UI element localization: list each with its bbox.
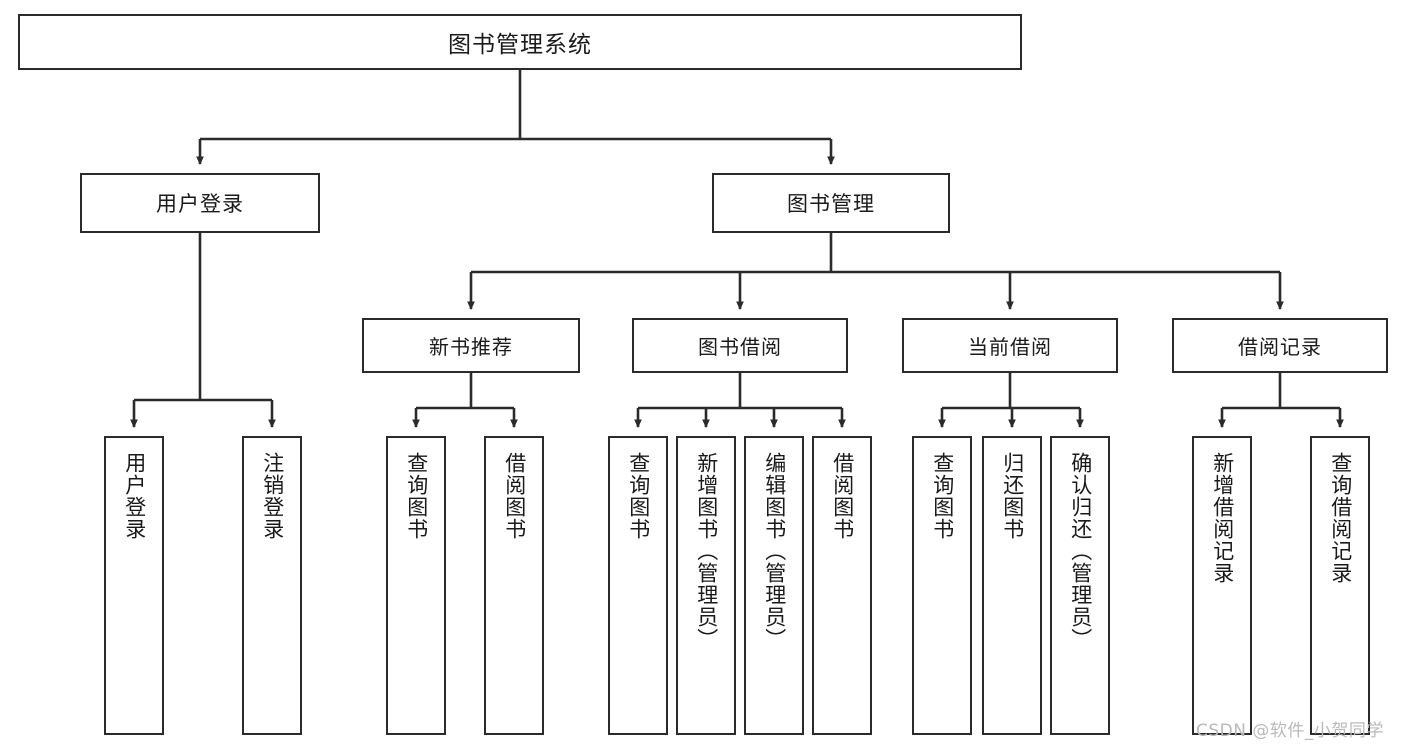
node-label-leaf_bw_query: 查询图书 xyxy=(626,452,651,540)
node-label-leaf_rec_add: 新增借阅记录 xyxy=(1210,452,1235,584)
node-label-leaf_nb_query: 查询图书 xyxy=(404,452,429,540)
node-label-leaf_cur_query: 查询图书 xyxy=(930,452,955,540)
node-label-leaf_logout: 注销登录 xyxy=(260,452,285,540)
node-label-current: 当前借阅 xyxy=(968,335,1052,359)
node-leaf_bw_query[interactable]: 查询图书 xyxy=(608,436,668,735)
node-label-records: 借阅记录 xyxy=(1238,335,1322,359)
node-label-book_mgmt: 图书管理 xyxy=(787,192,875,216)
node-leaf_cur_query[interactable]: 查询图书 xyxy=(912,436,972,735)
node-leaf_nb_query[interactable]: 查询图书 xyxy=(386,436,446,735)
node-book_mgmt[interactable]: 图书管理 xyxy=(712,173,950,233)
node-new_book[interactable]: 新书推荐 xyxy=(362,318,580,373)
node-label-user_login: 用户登录 xyxy=(156,192,244,216)
node-leaf_bw_edit[interactable]: 编辑图书（管理员） xyxy=(744,436,804,735)
node-leaf_cur_return[interactable]: 归还图书 xyxy=(982,436,1042,735)
node-leaf_cur_conf[interactable]: 确认归还（管理员） xyxy=(1050,436,1110,735)
node-records[interactable]: 借阅记录 xyxy=(1172,318,1388,373)
node-label-leaf_bw_borrow: 借阅图书 xyxy=(830,452,855,540)
node-label-leaf_rec_query: 查询借阅记录 xyxy=(1328,452,1353,584)
node-root[interactable]: 图书管理系统 xyxy=(18,14,1022,70)
node-label-new_book: 新书推荐 xyxy=(429,335,513,359)
node-label-borrow: 图书借阅 xyxy=(698,335,782,359)
csdn-watermark: CSDN @软件_小贺同学 xyxy=(1196,721,1384,741)
node-leaf_nb_borrow[interactable]: 借阅图书 xyxy=(484,436,544,735)
node-label-leaf_bw_edit: 编辑图书（管理员） xyxy=(762,452,787,650)
node-user_login[interactable]: 用户登录 xyxy=(80,173,320,233)
node-current[interactable]: 当前借阅 xyxy=(902,318,1118,373)
node-leaf_login[interactable]: 用户登录 xyxy=(104,436,164,735)
node-leaf_rec_query[interactable]: 查询借阅记录 xyxy=(1310,436,1370,735)
node-leaf_bw_borrow[interactable]: 借阅图书 xyxy=(812,436,872,735)
node-label-leaf_cur_conf: 确认归还（管理员） xyxy=(1068,452,1093,650)
node-leaf_logout[interactable]: 注销登录 xyxy=(242,436,302,735)
node-leaf_bw_add[interactable]: 新增图书（管理员） xyxy=(676,436,736,735)
node-label-root: 图书管理系统 xyxy=(448,32,592,58)
node-borrow[interactable]: 图书借阅 xyxy=(632,318,848,373)
node-leaf_rec_add[interactable]: 新增借阅记录 xyxy=(1192,436,1252,735)
node-label-leaf_cur_return: 归还图书 xyxy=(1000,452,1025,540)
node-label-leaf_nb_borrow: 借阅图书 xyxy=(502,452,527,540)
node-label-leaf_bw_add: 新增图书（管理员） xyxy=(694,452,719,650)
node-label-leaf_login: 用户登录 xyxy=(122,452,147,540)
